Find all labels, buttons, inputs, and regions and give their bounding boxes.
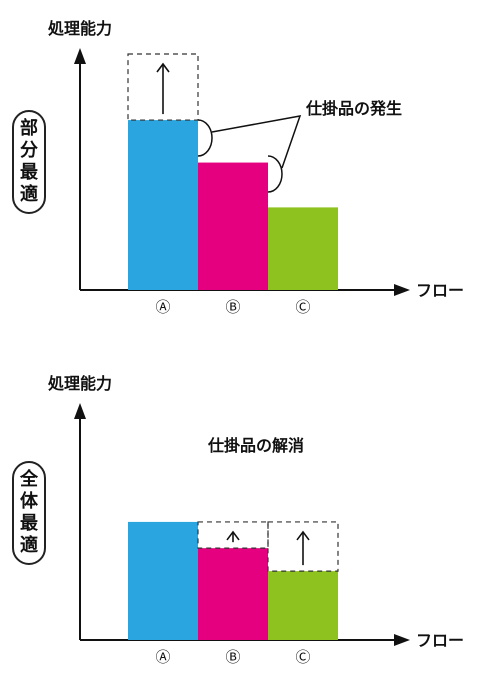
y-axis-label: 処理能力 <box>48 374 112 393</box>
category-b: Ⓑ <box>225 648 240 666</box>
bar-b <box>198 162 268 290</box>
up-arrow-head <box>226 530 240 541</box>
y-axis-label: 処理能力 <box>48 19 112 38</box>
total-optimization-label: 全体最適 <box>12 461 46 565</box>
y-axis-arrowhead <box>74 403 86 419</box>
y-axis-arrowhead <box>74 48 86 64</box>
bar-a <box>128 521 198 640</box>
side-label-char: 全 <box>20 469 38 490</box>
side-label-char: 部 <box>20 118 38 139</box>
side-label-char: 最 <box>20 513 38 534</box>
partial-optimization-label: 部分最適 <box>12 110 46 214</box>
wip-occurrence-label: 仕掛品の発生 <box>305 99 402 118</box>
up-arrow-icon <box>226 530 240 543</box>
bar-c <box>268 207 338 290</box>
bar-c <box>268 571 338 640</box>
bar-b <box>198 548 268 640</box>
up-arrow-head <box>156 62 170 73</box>
wip-elimination-label: 仕掛品の解消 <box>207 436 304 455</box>
bar-a <box>128 120 198 290</box>
category-c: Ⓒ <box>295 648 310 666</box>
partial-optimization-panel: 部分最適 処理能力 フロー 仕掛品の発生 Ⓐ Ⓑ Ⓒ <box>0 0 480 340</box>
category-a: Ⓐ <box>155 298 170 316</box>
x-axis-label: フロー <box>416 631 464 650</box>
x-axis-label: フロー <box>416 281 464 300</box>
total-optimization-diagram: 処理能力 フロー 仕掛品の解消 Ⓐ Ⓑ Ⓒ <box>48 374 464 666</box>
category-a: Ⓐ <box>155 648 170 666</box>
partial-optimization-diagram: 処理能力 フロー 仕掛品の発生 Ⓐ Ⓑ Ⓒ <box>48 19 464 316</box>
up-arrow-icon <box>156 62 170 115</box>
wip-bulge-b-c <box>267 155 283 193</box>
side-label-char: 最 <box>20 162 38 183</box>
category-b: Ⓑ <box>225 298 240 316</box>
category-c: Ⓒ <box>295 298 310 316</box>
up-arrow-icon <box>296 530 310 566</box>
side-label-char: 体 <box>20 491 38 512</box>
side-label-char: 分 <box>20 140 38 161</box>
capacity-target-dashed-box-c <box>267 521 339 572</box>
wip-bulge-a-b <box>197 119 213 157</box>
capacity-target-dashed-box <box>127 53 199 121</box>
side-label-char: 適 <box>20 535 38 556</box>
total-optimization-panel: 全体最適 処理能力 フロー 仕掛品の解消 Ⓐ Ⓑ Ⓒ <box>0 355 480 695</box>
up-arrow-head <box>296 530 310 541</box>
side-label-char: 適 <box>20 184 38 205</box>
x-axis-arrowhead <box>394 634 410 646</box>
annotation-leader-lines <box>211 115 302 169</box>
x-axis-arrowhead <box>394 284 410 296</box>
